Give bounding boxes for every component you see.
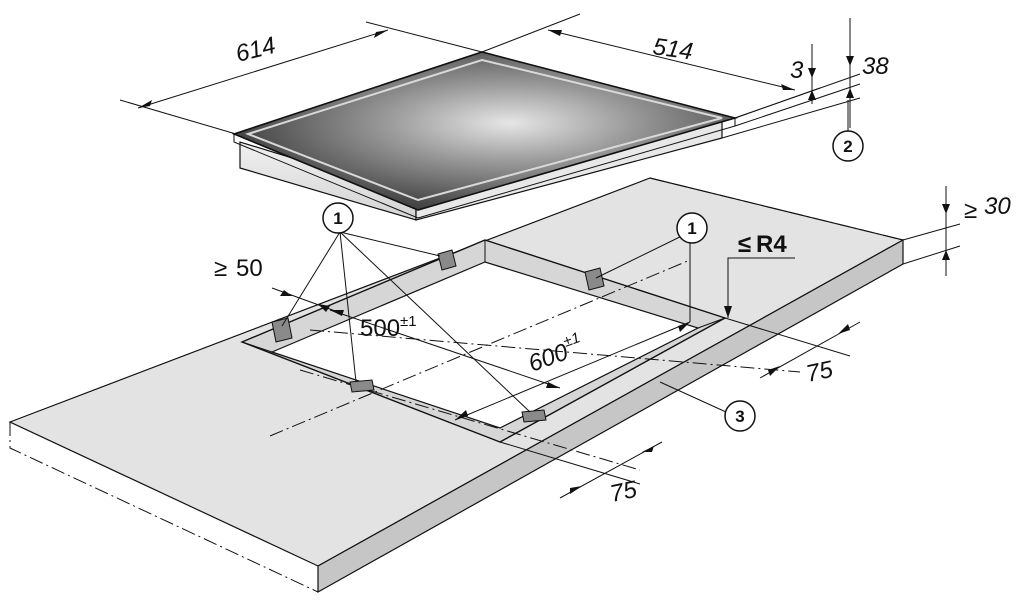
ext-line-top [734,73,861,119]
leader-line [339,231,441,257]
dim-label-wall-distance: ≥ 50 [214,255,263,282]
clip [584,267,605,291]
callout-1b: 1 [676,212,708,244]
ext-line-75-right-a [724,317,851,357]
clip [349,379,375,393]
cutout-depth-value: 500 [360,315,400,342]
leader-line [281,231,341,327]
centre-line-b [309,329,801,373]
dim-label-offset-front: 75 [608,476,640,508]
worktop-back-edge [649,177,904,241]
leader-r4 [727,257,795,318]
hob-glass-bevel [244,58,723,202]
arrow-icon [280,290,292,296]
dim-label-total-height: 38 [862,53,889,80]
worktop-thickness-value: 30 [984,193,1011,220]
arrow-icon [570,486,582,494]
dim-label-glass-thickness: 3 [790,57,804,84]
callout-number: 1 [333,209,342,228]
callout-leaders [281,100,849,413]
cutout-corner-line-left [241,341,273,353]
wall-distance-value: 50 [236,255,263,282]
ext-line-30-top [902,223,961,241]
arrow-icon [724,306,732,318]
clip [271,317,293,343]
arrow-icon [330,310,344,316]
corner-radius-value: R4 [756,231,787,258]
dim-label-worktop-thickness: ≥ 30 [964,193,1011,224]
hob [231,51,739,221]
dim-label-corner-radius: ≤ R4 [738,231,787,258]
centre-line-a [269,259,691,437]
callout-2: 2 [832,130,864,162]
arrow-icon [846,88,854,98]
arrow-icon [546,382,560,388]
dim-label-offset-right: 75 [804,356,836,388]
cutout-width-tolerance: ±1 [561,329,582,351]
ext-line-glass [734,83,861,127]
ext-line-30-bottom [902,245,961,265]
arrow-icon [781,84,795,90]
arrow-icon [838,324,850,334]
arrow-icon [768,366,780,376]
arrow-icon [808,90,816,100]
dim-label-hob-width: 614 [233,32,278,68]
arrow-icon [942,204,950,214]
ext-line-75-front [499,441,641,485]
dimension-lines [119,13,961,499]
ge-symbol: ≥ [214,255,227,282]
cutout-corner-line-right [697,317,726,329]
arrow-icon [318,304,330,312]
cutout [240,239,801,471]
arrow-icon [548,30,562,36]
callout-number: 2 [843,137,852,156]
callout-1a: 1 [322,202,354,234]
hob-glass-edge [233,118,736,219]
clip [521,409,547,423]
le-symbol: ≤ [738,231,751,258]
dim-line-500 [329,309,561,389]
arrow-icon [138,100,152,108]
leader-line [339,231,357,383]
dim-line-514 [547,29,796,91]
dim-line-614 [137,29,389,109]
arrow-icon [374,30,388,38]
worktop-left-end [9,422,319,593]
cutout-depth-tolerance: ±1 [400,313,417,330]
arrow-icon [942,250,950,260]
leader-line [595,231,691,279]
callout-number: 3 [735,407,744,426]
fixing-clips [271,249,605,423]
ge-symbol: ≥ [964,197,977,224]
arrow-icon [642,446,654,452]
dim-label-cutout-depth: 500 ±1 [360,313,417,342]
clip [437,249,457,271]
ext-line-514-left [481,13,581,53]
leader-line [339,231,531,413]
callout-number: 1 [687,219,696,238]
ext-line-614-right [365,21,483,53]
dim-line-600 [454,321,691,421]
ext-line-bottom [721,97,861,139]
arrow-icon [808,68,816,78]
arrow-icon [846,56,854,66]
arrow-icon [678,322,690,332]
ext-line-614-left [119,99,237,135]
dim-label-hob-depth: 514 [651,33,694,65]
leader-line [659,381,727,413]
callout-3: 3 [724,400,756,432]
arrow-icon [455,410,468,420]
